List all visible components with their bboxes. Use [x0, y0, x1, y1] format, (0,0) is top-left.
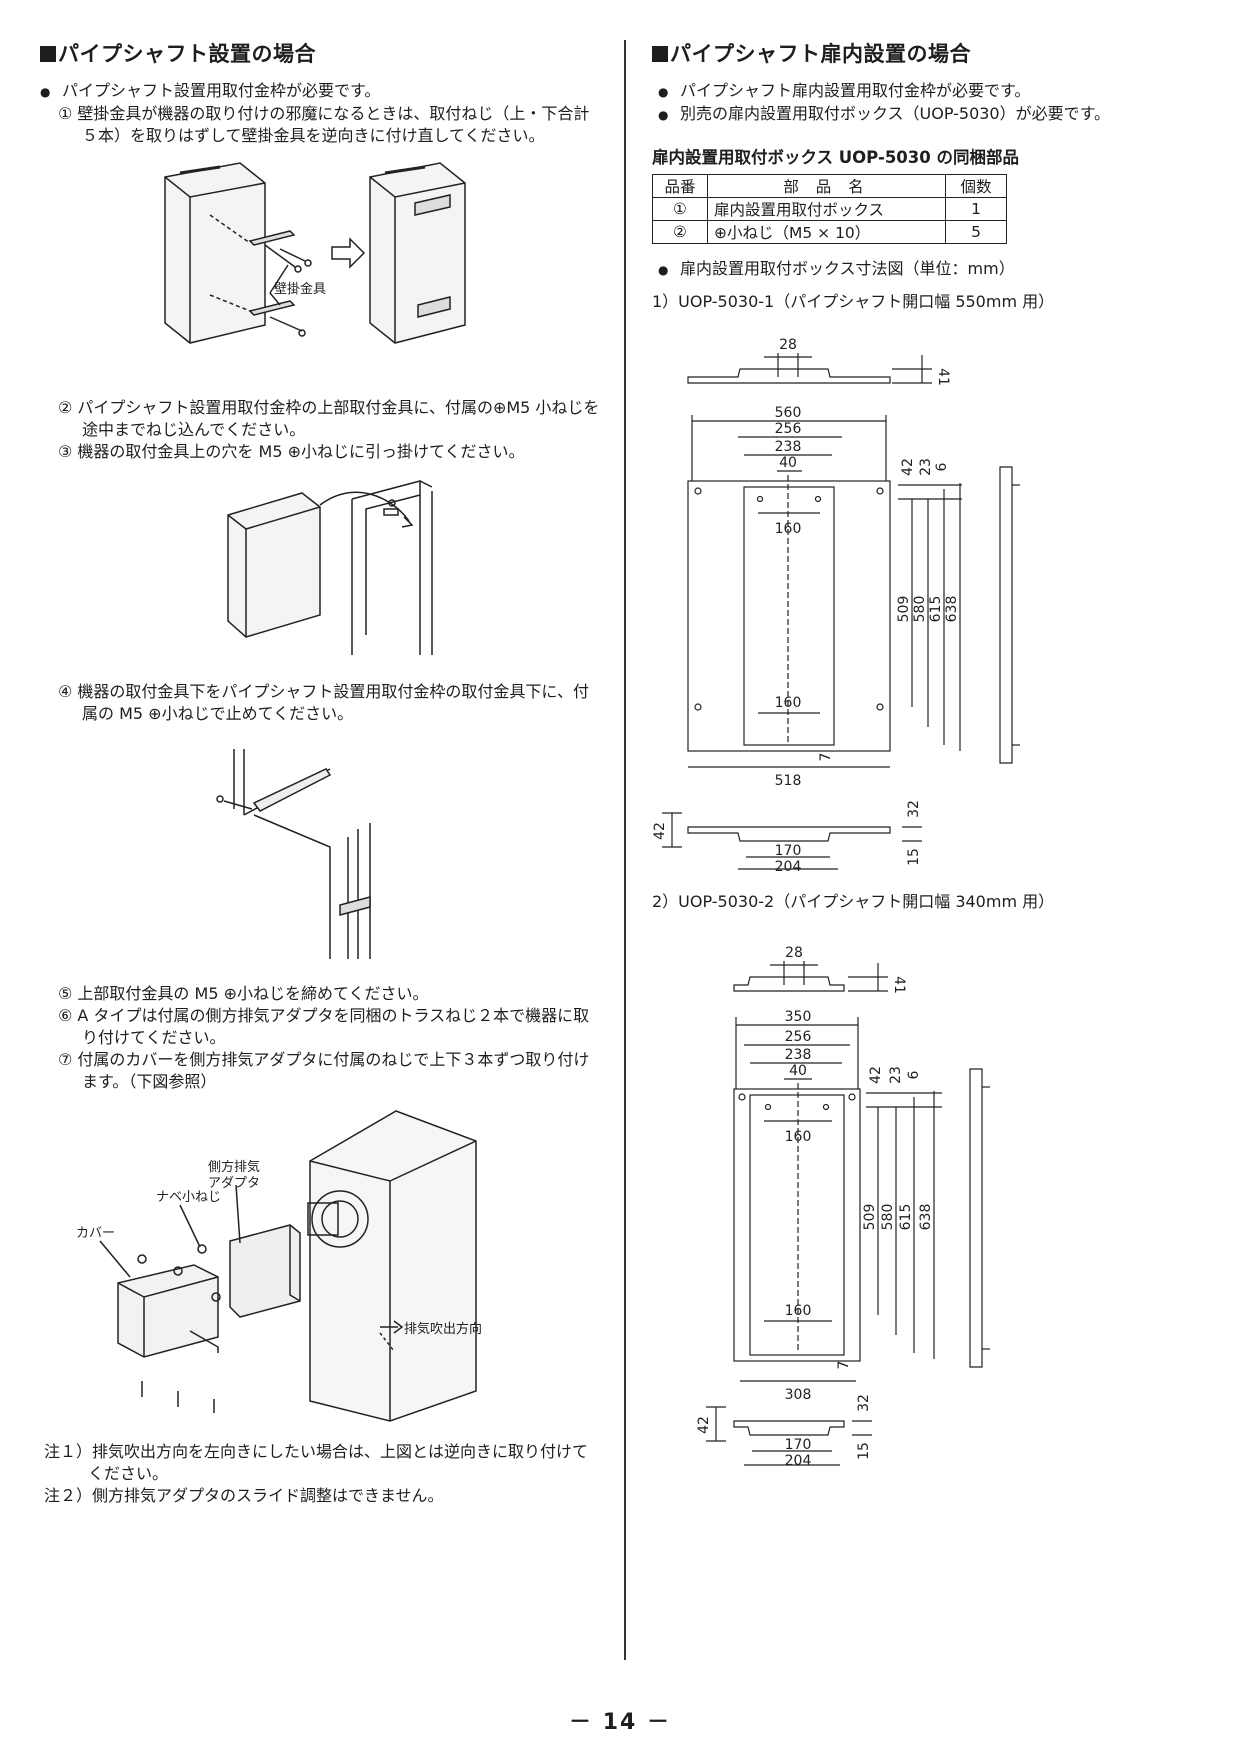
dim2-509: 509 [862, 1204, 878, 1231]
step-2: ② パイプシャフト設置用取付金枠の上部取付金具に、付属の⊕M5 小ねじを途中まで… [58, 398, 600, 439]
step-6: ⑥ A タイプは付属の側方排気アダプタを同梱のトラスねじ２本で機器に取り付けてく… [58, 1006, 590, 1047]
part-qty: 1 [945, 197, 1007, 221]
dim1-15: 15 [906, 848, 922, 866]
left-heading: パイプシャフト設置の場合 [40, 38, 600, 68]
cover-label: カバー [76, 1226, 115, 1241]
dim2-28: 28 [785, 945, 803, 961]
part-no: ② [652, 220, 708, 244]
dim2-350: 350 [785, 1009, 812, 1025]
dim2-308: 308 [785, 1387, 812, 1403]
dim1-518: 518 [775, 773, 802, 789]
dim1-28: 28 [779, 337, 797, 353]
dimension-drawing-2: 28 41 350 256 238 40 160 160 308 42 23 6… [696, 945, 990, 1469]
dim1-615: 615 [928, 596, 944, 623]
dim1-7: 7 [818, 753, 834, 762]
right-heading: パイプシャフト扉内設置の場合 [652, 38, 1212, 68]
dim1-238: 238 [775, 439, 802, 455]
dim1-42: 42 [900, 458, 916, 476]
adapter-label-line1: 側方排気 [208, 1159, 260, 1175]
dim1-41: 41 [935, 368, 951, 386]
dim2-615: 615 [898, 1204, 914, 1231]
dim2-32: 32 [856, 1394, 872, 1412]
dim1-509: 509 [896, 596, 912, 623]
part-name: 扉内設置用取付ボックス [707, 197, 946, 221]
dim2-638: 638 [918, 1204, 934, 1231]
dim1-560: 560 [775, 405, 802, 421]
dim2-160a: 160 [785, 1129, 812, 1145]
page-number: － 14 － [569, 1710, 671, 1735]
note-1: 注１）排気吹出方向を左向きにしたい場合は、上図とは逆向きに取り付けてください。 [44, 1442, 589, 1483]
subsection-1-title: 1）UOP-5030-1（パイプシャフト開口幅 550mm 用） [652, 292, 1055, 311]
dim1-32: 32 [906, 800, 922, 818]
dim2-204: 204 [785, 1453, 812, 1469]
exhaust-label: 排気吹出方向 [404, 1321, 482, 1337]
dim2-580: 580 [880, 1204, 896, 1231]
table-row: ② ⊕小ねじ（M5 × 10） 5 [652, 220, 1007, 244]
dimension-drawing-1: 28 41 560 256 238 40 160 160 518 42 23 6… [652, 337, 1020, 875]
step-4: ④ 機器の取付金具下をパイプシャフト設置用取付金枠の取付金具下に、付属の M5 … [58, 682, 589, 723]
figure-wall-bracket: 壁掛金具 [164, 162, 466, 344]
parts-header-row: 品番 部 品 名 個数 [652, 174, 1007, 198]
screw-label: ナベ小ねじ [156, 1190, 221, 1205]
dim2-170: 170 [785, 1437, 812, 1453]
right-bullet-1: パイプシャフト扉内設置用取付金枠が必要です。 [658, 80, 1212, 103]
right-bullet-3: 扉内設置用取付ボックス寸法図（単位：mm） [658, 258, 1212, 281]
dim1-170: 170 [775, 843, 802, 859]
dim2-42: 42 [868, 1066, 884, 1084]
dim1-40: 40 [779, 455, 797, 471]
dim1-580: 580 [912, 596, 928, 623]
parts-header-no: 品番 [652, 174, 708, 198]
figure-side-exhaust-adapter: 側方排気 アダプタ ナベ小ねじ カバー 排気吹出方向 [76, 1110, 482, 1422]
subsection-2-title: 2）UOP-5030-2（パイプシャフト開口幅 340mm 用） [652, 892, 1055, 911]
part-qty: 5 [945, 220, 1007, 244]
left-bullet-1: パイプシャフト設置用取付金枠が必要です。 [40, 80, 600, 103]
dim1-204: 204 [775, 859, 802, 875]
right-bullet-2: 別売の扉内設置用取付ボックス（UOP-5030）が必要です。 [658, 103, 1212, 126]
dim1-160b: 160 [775, 695, 802, 711]
left-column: パイプシャフト設置の場合 パイプシャフト設置用取付金枠が必要です。 ① 壁掛金具… [40, 38, 600, 1507]
adapter-label-line2: アダプタ [208, 1176, 260, 1191]
right-column: パイプシャフト扉内設置の場合 パイプシャフト扉内設置用取付金枠が必要です。 別売… [652, 38, 1212, 1477]
parts-header-name: 部 品 名 [707, 174, 946, 198]
note-2: 注２）側方排気アダプタのスライド調整はできません。 [44, 1486, 444, 1505]
dim2-238: 238 [785, 1047, 812, 1063]
dim2-41: 41 [891, 976, 907, 994]
parts-title: 扉内設置用取付ボックス UOP-5030 の同梱部品 [652, 148, 1019, 167]
wall-bracket-label: 壁掛金具 [274, 281, 326, 297]
part-name: ⊕小ねじ（M5 × 10） [707, 220, 946, 244]
figure-hang-screw [227, 480, 433, 655]
parts-header-qty: 個数 [945, 174, 1007, 198]
dim1-638: 638 [944, 596, 960, 623]
part-no: ① [652, 197, 708, 221]
dim2-6: 6 [906, 1070, 922, 1079]
column-divider [624, 40, 626, 1660]
dim2-23: 23 [888, 1066, 904, 1084]
dim2-7: 7 [836, 1361, 852, 1370]
table-row: ① 扉内設置用取付ボックス 1 [652, 197, 1007, 221]
step-5: ⑤ 上部取付金具の M5 ⊕小ねじを締めてください。 [58, 984, 429, 1003]
dim2-b42: 42 [696, 1416, 712, 1434]
dim1-256: 256 [775, 421, 802, 437]
dim2-256: 256 [785, 1029, 812, 1045]
step-1: ① 壁掛金具が機器の取り付けの邪魔になるときは、取付ねじ（上・下合計５本）を取り… [58, 104, 590, 145]
step-3: ③ 機器の取付金具上の穴を M5 ⊕小ねじに引っ掛けてください。 [58, 442, 525, 461]
dim1-160a: 160 [775, 521, 802, 537]
dim2-40: 40 [789, 1063, 807, 1079]
dim2-160b: 160 [785, 1303, 812, 1319]
dim1-6: 6 [934, 462, 950, 471]
figure-bottom-screw [216, 749, 371, 959]
parts-table: 品番 部 品 名 個数 ① 扉内設置用取付ボックス 1 ② ⊕小ねじ（M5 × … [652, 174, 1007, 244]
dim1-23: 23 [918, 458, 934, 476]
step-7: ⑦ 付属のカバーを側方排気アダプタに付属のねじで上下３本ずつ取り付けます。（下図… [58, 1050, 590, 1091]
dim2-15: 15 [856, 1442, 872, 1460]
dim1-b42: 42 [652, 822, 668, 840]
